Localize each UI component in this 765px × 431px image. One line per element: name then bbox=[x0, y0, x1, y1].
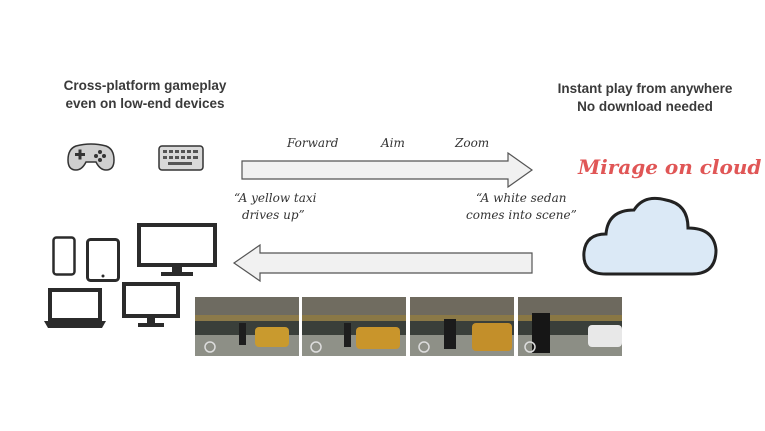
right-caption: “A white sedan comes into scene” bbox=[466, 190, 577, 224]
left-caption-line1: “A yellow taxi bbox=[234, 191, 317, 205]
phone-icon bbox=[52, 236, 76, 276]
laptop-icon bbox=[44, 288, 106, 328]
video-frame bbox=[410, 297, 514, 356]
tablet-icon bbox=[86, 238, 120, 282]
return-arrow bbox=[232, 243, 533, 283]
keyboard-icon bbox=[158, 145, 204, 171]
command-zoom: Zoom bbox=[455, 136, 490, 150]
command-aim: Aim bbox=[381, 136, 405, 150]
desktop-icon bbox=[122, 282, 180, 327]
right-header: Instant play from anywhere No download n… bbox=[550, 80, 740, 116]
forward-arrow bbox=[241, 151, 534, 189]
right-header-line1: Instant play from anywhere bbox=[557, 81, 733, 96]
right-header-line2: No download needed bbox=[577, 99, 713, 114]
left-caption-line2: drives up” bbox=[242, 208, 305, 222]
command-forward: Forward bbox=[287, 136, 339, 150]
left-header-line2: even on low-end devices bbox=[65, 96, 225, 111]
cloud-icon bbox=[582, 196, 718, 276]
video-frame bbox=[302, 297, 406, 356]
right-caption-line1: “A white sedan bbox=[476, 191, 567, 205]
left-caption: “A yellow taxi drives up” bbox=[234, 190, 317, 224]
right-caption-line2: comes into scene” bbox=[466, 208, 577, 222]
left-header-line1: Cross-platform gameplay bbox=[63, 78, 227, 93]
brand-label: Mirage on cloud bbox=[578, 155, 762, 179]
monitor-icon bbox=[137, 223, 217, 276]
gamepad-icon bbox=[67, 143, 115, 171]
left-header: Cross-platform gameplay even on low-end … bbox=[50, 77, 240, 113]
video-frame bbox=[518, 297, 622, 356]
video-frame bbox=[195, 297, 299, 356]
